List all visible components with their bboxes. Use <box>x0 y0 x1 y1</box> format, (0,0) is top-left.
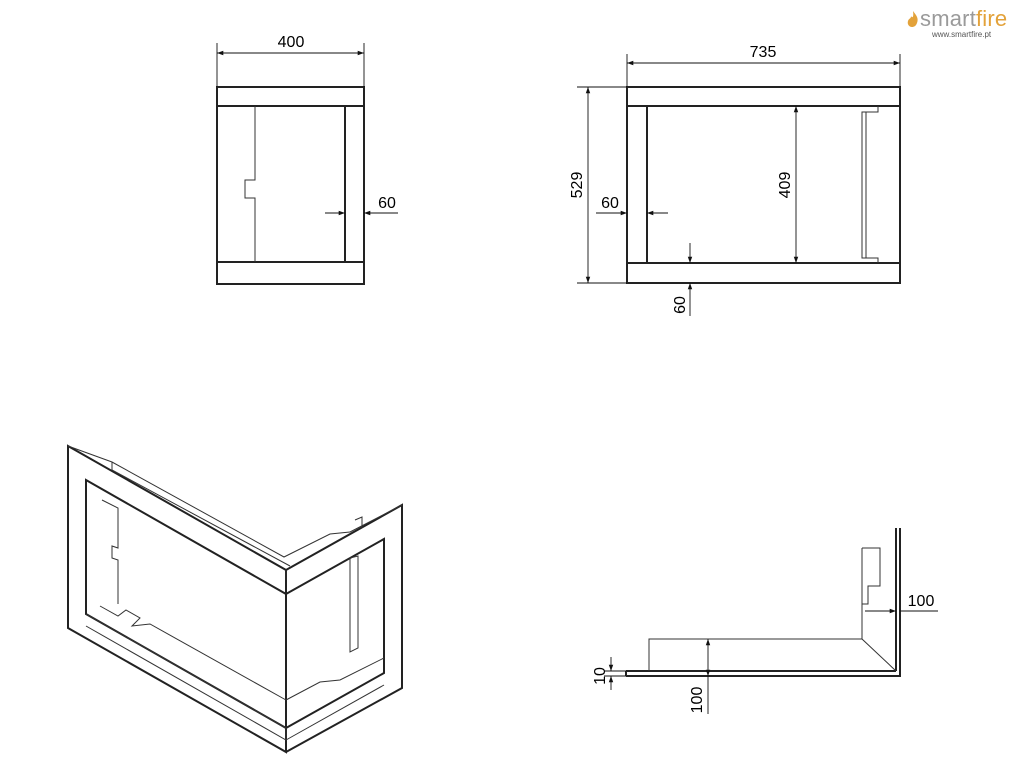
iso-left-frame-outer <box>67 444 287 754</box>
section-outer-profile <box>626 528 901 677</box>
iso-top-rail-inner <box>111 462 291 567</box>
side-height-label: 529 <box>569 172 586 199</box>
iso-left-frame-inner <box>85 478 287 730</box>
front-outer-frame <box>216 86 365 285</box>
brand-name-smart: smart <box>920 6 976 31</box>
front-view: 400 60 <box>216 34 398 285</box>
front-width-label: 400 <box>278 34 305 51</box>
iso-top-rail-right <box>349 504 403 533</box>
side-inner-panel <box>861 106 879 263</box>
section-base-label: 100 <box>689 687 706 714</box>
iso-inner-back-left <box>101 499 119 604</box>
brand-name-fire: fire <box>976 6 1008 31</box>
section-right-label: 100 <box>908 593 935 610</box>
section-thickness-label: 10 <box>592 667 609 685</box>
section-inner-bracket <box>862 547 881 605</box>
side-width-label: 735 <box>750 44 777 61</box>
side-outer-frame <box>626 86 901 284</box>
side-left-frame-label: 60 <box>601 195 619 212</box>
side-view: 735 529 409 60 60 <box>569 44 901 316</box>
iso-right-frame-outer <box>285 503 403 753</box>
iso-base-left <box>85 613 287 741</box>
brand-name: smartfire <box>920 6 1007 32</box>
flame-icon <box>907 11 918 27</box>
iso-base-right <box>285 684 385 741</box>
iso-top-clip <box>354 516 363 528</box>
iso-right-frame-inner <box>285 537 385 729</box>
front-inner-opening <box>216 105 346 263</box>
iso-top-rail <box>67 445 351 558</box>
brand-url: www.smartfire.pt <box>932 30 992 39</box>
brand-logo: smartfire www.smartfire.pt <box>904 6 1020 40</box>
iso-inner-floor-edge <box>99 605 287 701</box>
section-view: 100 100 10 <box>592 528 938 714</box>
section-diagonal <box>861 638 897 672</box>
front-inner-panel-line <box>244 106 256 262</box>
isometric-view <box>67 444 403 754</box>
iso-inner-right-panel <box>349 555 359 653</box>
section-inner-tray <box>648 638 862 671</box>
side-inner-height-label: 409 <box>777 172 794 199</box>
side-bottom-frame-label: 60 <box>672 296 689 314</box>
front-frame-label: 60 <box>378 195 396 212</box>
iso-inner-floor-right <box>285 657 385 701</box>
